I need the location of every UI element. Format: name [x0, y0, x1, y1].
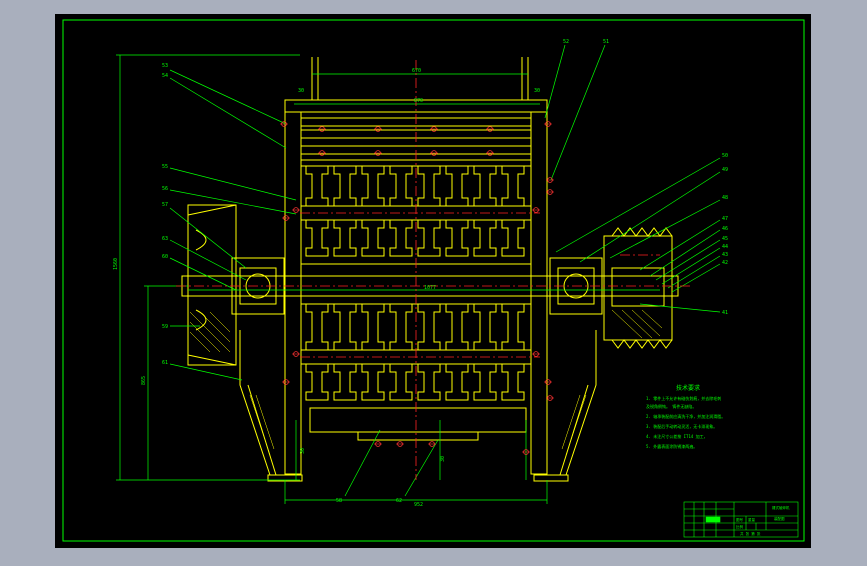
balloon-54: 54: [162, 73, 168, 79]
note-line: 4. 未注尺寸公差按 IT14 加工，: [646, 433, 708, 439]
note-line: 5. 外露表面涂防锈漆两遍。: [646, 443, 697, 449]
dim-small-b: 30: [440, 456, 446, 462]
title-cell: 共 张 第 张: [740, 531, 761, 536]
hammer: [445, 219, 469, 257]
balloon-61: 61: [162, 360, 168, 366]
hammer: [473, 363, 497, 401]
balloon-43: 43: [722, 252, 728, 258]
hammer: [333, 363, 357, 401]
hammer: [305, 363, 329, 401]
hammer: [501, 219, 525, 257]
balloon-59: 59: [162, 324, 168, 330]
balloon-56: 56: [162, 186, 168, 192]
centre-lines: [176, 60, 690, 480]
hammer: [501, 303, 525, 351]
base-foot-right: [533, 474, 569, 482]
dim-overall-height: 1560: [113, 258, 119, 270]
hammer: [305, 219, 329, 257]
title-cell: 重量: [748, 517, 756, 522]
hammer: [361, 303, 385, 351]
balloon-44: 44: [722, 244, 728, 250]
technical-notes: 技术要求 1. 零件上不允许有碰伤划痕，并去除毛刺 及锐角倒钝。 铸件无缺陷。 …: [646, 384, 725, 449]
discharge-plate: [357, 431, 479, 441]
notes-title: 技术要求: [676, 384, 700, 392]
hammer: [333, 219, 357, 257]
dimension-texts: 670 870 1077 1560 865 952 30 30 30 30: [113, 68, 540, 508]
balloon-53: 53: [162, 63, 168, 69]
balloon-50: 50: [722, 153, 728, 159]
balloon-58: 58: [336, 498, 342, 504]
lower-hammer-row: [305, 303, 525, 401]
hammer: [361, 219, 385, 257]
note-line: 1. 零件上不允许有碰伤划痕，并去除毛刺: [646, 395, 721, 401]
dim-side-a: 30: [298, 88, 304, 94]
hammer: [473, 303, 497, 351]
right-belt-pulley: [603, 227, 673, 349]
dimension-lines: [116, 44, 721, 504]
balloon-63: 63: [162, 236, 168, 242]
balloon-42: 42: [722, 260, 728, 266]
balloon-49: 49: [722, 167, 728, 173]
balloon-46: 46: [722, 226, 728, 232]
hammer: [389, 363, 413, 401]
left-flywheel: [187, 204, 237, 366]
bolt-markers: [280, 121, 554, 455]
hammer: [417, 219, 441, 257]
hammer: [445, 303, 469, 351]
dim-left-height: 865: [141, 376, 147, 385]
note-line: 3. 装配后手动转动灵活，无卡滞现象。: [646, 423, 717, 429]
hammer: [389, 303, 413, 351]
title-block: [683, 501, 799, 538]
title-label-1: 锤式破碎机: [772, 505, 790, 510]
hammer: [305, 303, 329, 351]
balloon-labels: 53 54 55 56 57 63 60 59 61 52 51 50 49 4…: [162, 39, 728, 504]
balloon-47: 47: [722, 216, 728, 222]
title-cell: 图号: [736, 517, 744, 522]
balloon-48: 48: [722, 195, 728, 201]
hammer: [361, 363, 385, 401]
balloon-55: 55: [162, 164, 168, 170]
dim-side-b: 30: [534, 88, 540, 94]
balloon-57: 57: [162, 202, 168, 208]
note-line: 及锐角倒钝。 铸件无缺陷。: [646, 403, 696, 409]
hammer: [389, 219, 413, 257]
hammer: [473, 219, 497, 257]
hammer: [417, 303, 441, 351]
dim-small-a: 30: [300, 448, 306, 454]
hammer: [501, 363, 525, 401]
dim-inner-width: 870: [414, 98, 423, 104]
balloon-60: 60: [162, 254, 168, 260]
sheet-border: [62, 19, 805, 542]
title-label-2: 装配图: [774, 516, 785, 521]
title-block-text: 锤式破碎机 装配图 图号 比例 重量 共 张 第 张: [736, 505, 790, 536]
balloon-62: 62: [396, 498, 402, 504]
balloon-52: 52: [563, 39, 569, 45]
hammer: [445, 363, 469, 401]
dim-top-width: 670: [412, 68, 421, 74]
hammer: [417, 363, 441, 401]
balloon-51: 51: [603, 39, 609, 45]
title-cell: 比例: [736, 524, 744, 529]
section-hatching: [189, 309, 663, 456]
dim-bottom-width: 952: [414, 502, 423, 508]
dim-shaft-length: 1077: [424, 285, 436, 291]
hammer: [333, 303, 357, 351]
balloon-41: 41: [722, 310, 728, 316]
note-line: 2. 轴承装配前应清洗干净，并加注润滑脂。: [646, 413, 725, 419]
balloon-45: 45: [722, 236, 728, 242]
drawing-sheet: [55, 14, 811, 548]
